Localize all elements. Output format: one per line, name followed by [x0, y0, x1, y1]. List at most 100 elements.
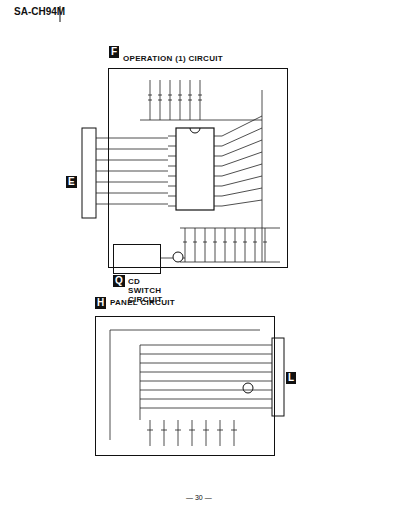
connector-l: [272, 338, 284, 416]
wire: [168, 100, 172, 101]
wire: [148, 95, 152, 96]
wire: [222, 152, 262, 166]
wire: [243, 242, 247, 243]
wire: [214, 146, 222, 147]
wire: [140, 204, 168, 205]
wire: [262, 90, 263, 262]
wire: [195, 228, 196, 262]
wire: [245, 228, 246, 262]
wire: [140, 182, 168, 183]
wire: [222, 188, 262, 196]
wire: [140, 138, 168, 139]
wire: [140, 193, 168, 194]
circuit-letter: L: [286, 372, 296, 384]
wire: [183, 258, 185, 259]
wire: [178, 95, 182, 96]
wire: [168, 156, 176, 157]
ic-notch: [190, 128, 200, 133]
circuit-letter: H: [95, 297, 106, 309]
wire: [96, 149, 140, 150]
wire: [140, 160, 168, 161]
wire: [222, 164, 262, 176]
wire: [140, 345, 272, 346]
circuit-letter: F: [109, 46, 119, 58]
wire: [222, 200, 262, 206]
wire: [213, 242, 217, 243]
wire: [140, 399, 272, 400]
wire: [140, 363, 272, 364]
wire: [158, 100, 162, 101]
wire: [140, 149, 168, 150]
wire: [96, 204, 140, 205]
wire: [175, 430, 181, 431]
wire: [206, 420, 207, 446]
circuit-title: OPERATION (1) CIRCUIT: [123, 54, 223, 63]
connector-e: [82, 128, 96, 218]
wire: [183, 242, 187, 243]
wire: [214, 176, 222, 177]
wire: [222, 116, 262, 136]
wire: [225, 228, 226, 262]
wire: [168, 206, 176, 207]
wire: [164, 420, 165, 446]
wire: [198, 95, 202, 96]
wire: [233, 242, 237, 243]
wire: [96, 193, 140, 194]
circuit-board-outline: OPERATION (1) CIRCUIT: [108, 68, 288, 268]
wire: [150, 420, 151, 446]
wire: [140, 372, 272, 373]
wire: [222, 140, 262, 156]
wire: [168, 146, 176, 147]
wire: [168, 166, 176, 167]
wire: [168, 136, 176, 137]
wire: [253, 242, 257, 243]
wire: [214, 186, 222, 187]
wire: [222, 128, 262, 146]
wire: [178, 420, 179, 446]
wire: [96, 138, 140, 139]
wire: [217, 430, 223, 431]
wire: [140, 390, 272, 391]
wire: [220, 420, 221, 446]
wire: [110, 330, 111, 440]
circuit-letter: Q: [113, 275, 125, 287]
wire: [214, 166, 222, 167]
wire: [214, 196, 222, 197]
wire: [214, 206, 222, 207]
wire: [203, 242, 207, 243]
circuit-board-outline: PANEL CIRCUIT: [95, 316, 275, 456]
transistor: [173, 252, 183, 262]
wire: [255, 228, 256, 262]
wire: [140, 120, 262, 121]
wire: [180, 228, 280, 229]
wire: [96, 160, 140, 161]
wire: [178, 100, 182, 101]
model-number: SA-CH94M: [14, 6, 65, 17]
wire: [222, 176, 262, 186]
circuit-board-outline: CD SWITCH CIRCUIT: [113, 244, 161, 274]
wire: [160, 258, 173, 259]
wire: [168, 95, 172, 96]
wire: [205, 228, 206, 262]
wire: [192, 420, 193, 446]
wire: [234, 420, 235, 446]
circuit-title: PANEL CIRCUIT: [110, 298, 175, 307]
wire: [265, 228, 266, 262]
wire: [188, 95, 192, 96]
wire: [215, 228, 216, 262]
wire: [168, 196, 176, 197]
wire: [214, 156, 222, 157]
circuit-letter: E: [66, 176, 77, 188]
wire: [168, 186, 176, 187]
wire: [148, 100, 152, 101]
wire: [140, 345, 141, 420]
wire: [185, 228, 186, 262]
wire: [158, 95, 162, 96]
wire: [140, 381, 272, 382]
wire: [235, 228, 236, 262]
wire: [140, 408, 272, 409]
wire: [147, 430, 153, 431]
wire: [203, 430, 209, 431]
wire: [231, 430, 237, 431]
